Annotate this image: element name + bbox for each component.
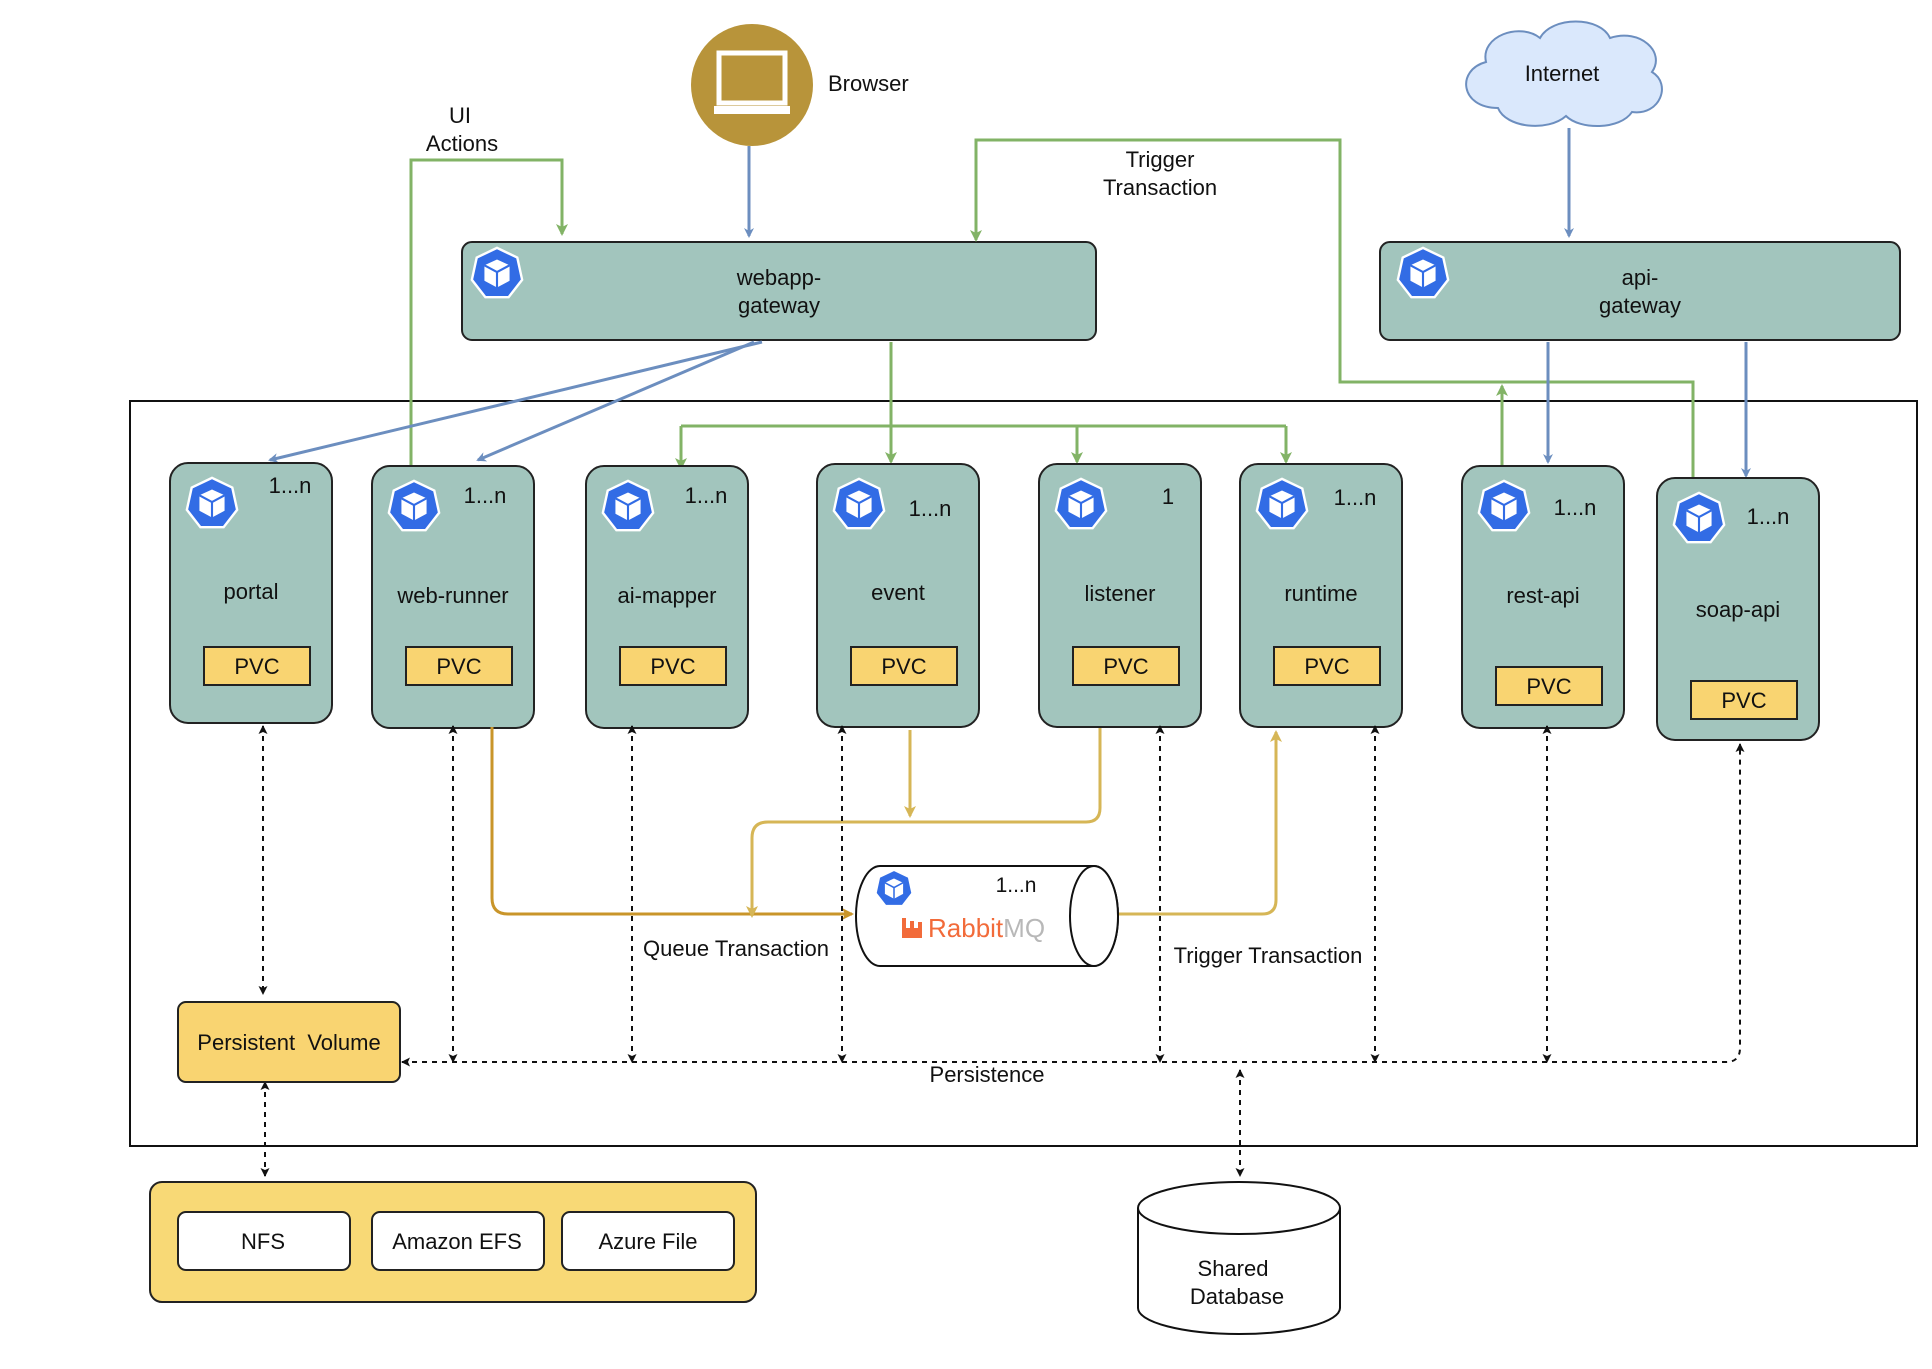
persistent-volume-label: Persistent Volume	[197, 1030, 380, 1055]
pvc-box	[850, 646, 958, 686]
webapp-to-portal-arrow	[268, 340, 763, 463]
replica-count: 1...n	[685, 483, 728, 508]
persistence-label: Persistence	[930, 1062, 1045, 1087]
persistent-volume: Persistent Volume	[177, 1001, 401, 1083]
pvc-label: PVC	[436, 654, 481, 679]
rabbitmq-logo-mq: MQ	[1003, 913, 1045, 943]
replica-count: 1...n	[909, 496, 952, 521]
kubernetes-icon	[1396, 246, 1450, 299]
replica-count: 1...n	[1747, 504, 1790, 529]
ui-actions-label-1: UI	[449, 103, 471, 128]
pvc-box	[405, 646, 513, 686]
svg-text:RabbitMQ: RabbitMQ	[928, 913, 1045, 943]
kubernetes-icon	[601, 479, 655, 532]
rabbitmq-replicas: 1...n	[996, 874, 1037, 897]
pvc-box	[1495, 666, 1603, 706]
storage-option-box	[177, 1211, 351, 1271]
ui-actions-arrow	[409, 158, 568, 465]
webapp-gateway-label-2: gateway	[738, 293, 820, 318]
service-name: ai-mapper	[617, 583, 716, 608]
pvc-box	[203, 646, 311, 686]
replica-count: 1...n	[464, 483, 507, 508]
cluster-boundary	[129, 400, 1918, 1147]
kubernetes-icon	[832, 477, 886, 530]
webapp-gateway-label-1: webapp-	[736, 265, 821, 290]
service-name: listener	[1085, 581, 1156, 606]
pvc-box	[1273, 646, 1381, 686]
pvc-label: PVC	[1721, 688, 1766, 713]
api-gateway-label-2: gateway	[1599, 293, 1681, 318]
trigger-transaction-top-arrow	[970, 138, 1695, 478]
kubernetes-icon	[1672, 491, 1726, 544]
storage-option-box	[371, 1211, 545, 1271]
monitor-icon	[691, 24, 813, 146]
storage-option-label: Azure File	[598, 1229, 697, 1254]
webapp-gateway: webapp- gateway	[461, 241, 1097, 341]
ui-actions-label-2: Actions	[426, 131, 498, 156]
kubernetes-icon	[874, 869, 914, 907]
kubernetes-icon	[1477, 479, 1531, 532]
kubernetes-icon	[387, 479, 441, 532]
database-label-1: Shared	[1198, 1256, 1269, 1281]
storage-option-label: NFS	[241, 1229, 285, 1254]
storage-option-label: Amazon EFS	[392, 1229, 522, 1254]
browser-node: Browser	[691, 24, 909, 146]
pvc-box	[1690, 680, 1798, 720]
service-name: runtime	[1284, 581, 1357, 606]
api-gateway-label-1: api-	[1622, 265, 1659, 290]
service-name: soap-api	[1696, 597, 1780, 622]
trigger-top-label-2: Transaction	[1103, 175, 1217, 200]
storage-option-box	[561, 1211, 735, 1271]
storage-options: NFS Amazon EFS Azure File	[149, 1181, 757, 1303]
cloud-icon	[1465, 20, 1663, 127]
shared-database: Shared Database	[1137, 1181, 1341, 1335]
trigger-top-label-1: Trigger	[1126, 147, 1195, 172]
pvc-label: PVC	[1103, 654, 1148, 679]
queue-transaction-label: Queue Transaction	[643, 936, 829, 961]
pvc-label: PVC	[1526, 674, 1571, 699]
internet-node: Internet	[1465, 20, 1663, 127]
database-label-2: Database	[1190, 1284, 1284, 1309]
pvc-label: PVC	[881, 654, 926, 679]
service-name: event	[871, 580, 925, 605]
pvc-label: PVC	[1304, 654, 1349, 679]
pvc-label: PVC	[234, 654, 279, 679]
persistence-bus	[401, 743, 1745, 1067]
pvc-box	[1072, 646, 1180, 686]
service-name: portal	[223, 579, 278, 604]
replica-count: 1...n	[269, 473, 312, 498]
internet-label: Internet	[1525, 61, 1600, 86]
pvc-label: PVC	[650, 654, 695, 679]
kubernetes-icon	[1054, 477, 1108, 530]
service-box	[1656, 477, 1820, 741]
rabbitmq-queue: 1...n RabbitMQ	[855, 865, 1119, 967]
api-gateway: api- gateway	[1379, 241, 1901, 341]
rabbitmq-logo-rabbit: Rabbit	[928, 913, 1004, 943]
kubernetes-icon	[1255, 477, 1309, 530]
service-name: web-runner	[396, 583, 508, 608]
pvc-box	[619, 646, 727, 686]
trigger-transaction-label: Trigger Transaction	[1174, 943, 1363, 968]
kubernetes-icon	[470, 246, 524, 299]
service-name: rest-api	[1506, 583, 1579, 608]
replica-count: 1...n	[1554, 495, 1597, 520]
replica-count: 1...n	[1334, 485, 1377, 510]
kubernetes-icon	[185, 476, 239, 529]
browser-label: Browser	[828, 71, 909, 96]
queue-to-runtime-arrow	[1114, 730, 1282, 916]
replica-count: 1	[1162, 484, 1174, 509]
webapp-to-web-runner-arrow	[476, 340, 755, 462]
